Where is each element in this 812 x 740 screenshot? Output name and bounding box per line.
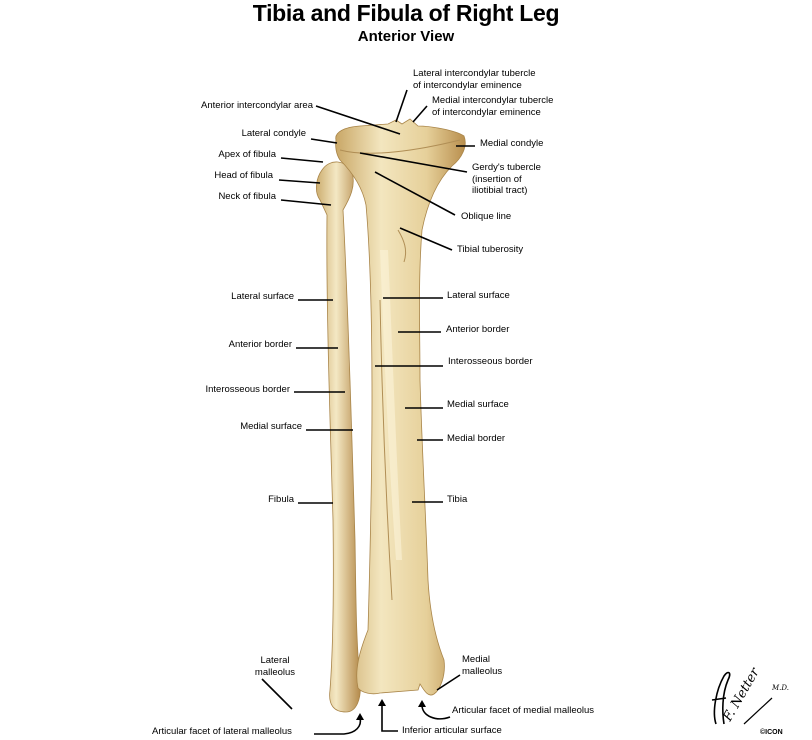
label-line: Medial intercondylar tubercle bbox=[432, 95, 554, 106]
label-lateral-malleolus-line1: Lateral bbox=[260, 655, 290, 666]
label-tibia-lateral-surface: Lateral surface bbox=[447, 290, 510, 301]
svg-text:M.D.: M.D. bbox=[771, 684, 789, 692]
label-line: of intercondylar eminence bbox=[413, 79, 522, 91]
label-articular-facet-medial-malleolus: Articular facet of medial malleolus bbox=[452, 705, 595, 716]
label-fibula: Fibula bbox=[268, 494, 294, 505]
label-tibial-tuberosity: Tibial tuberosity bbox=[457, 244, 524, 255]
label-head-of-fibula: Head of fibula bbox=[214, 170, 273, 181]
label-tibia: Tibia bbox=[447, 494, 468, 505]
label-oblique-line: Oblique line bbox=[461, 211, 512, 222]
label-inferior-articular-surface: Inferior articular surface bbox=[402, 725, 502, 736]
label-gerdys-tubercle: Gerdy's tubercle (insertion of iliotibia… bbox=[472, 162, 541, 197]
label-tibia-interosseous-border: Interosseous border bbox=[448, 356, 533, 367]
label-tibia-anterior-border: Anterior border bbox=[446, 324, 510, 335]
fibula-bone bbox=[316, 161, 361, 713]
label-line: Gerdy's tubercle bbox=[472, 162, 541, 173]
label-fibula-anterior-border: Anterior border bbox=[228, 339, 292, 350]
label-neck-of-fibula: Neck of fibula bbox=[218, 191, 276, 202]
label-line: Lateral intercondylar tubercle bbox=[413, 68, 536, 79]
label-line: Medial bbox=[462, 654, 490, 665]
label-line: of intercondylar eminence bbox=[432, 106, 541, 118]
label-lateral-malleolus: Lateral malleolus bbox=[246, 655, 304, 678]
plate-title: Tibia and Fibula of Right Leg bbox=[252, 0, 560, 26]
leader-lines bbox=[261, 89, 475, 735]
label-apex-of-fibula: Apex of fibula bbox=[218, 149, 276, 160]
label-line: iliotibial tract) bbox=[472, 185, 528, 196]
label-medial-malleolus: Medial malleolus bbox=[462, 654, 502, 677]
label-medial-condyle: Medial condyle bbox=[480, 138, 544, 149]
label-lateral-intercondylar-tubercle: Lateral intercondylar tubercle of interc… bbox=[413, 68, 536, 91]
label-fibula-interosseous-border: Interosseous border bbox=[205, 384, 291, 395]
label-fibula-lateral-surface: Lateral surface bbox=[231, 291, 294, 302]
netter-signature-logo: F. Netter M.D. ©ICON bbox=[711, 665, 789, 736]
label-articular-facet-lateral-malleolus: Articular facet of lateral malleolus bbox=[152, 726, 292, 737]
svg-text:©ICON: ©ICON bbox=[760, 728, 783, 736]
label-line: (insertion of bbox=[472, 173, 522, 185]
label-medial-intercondylar-tubercle: Medial intercondylar tubercle of interco… bbox=[432, 95, 553, 118]
label-anterior-intercondylar-area: Anterior intercondylar area bbox=[201, 100, 313, 111]
label-fibula-medial-surface: Medial surface bbox=[240, 421, 302, 432]
label-lateral-condyle: Lateral condyle bbox=[241, 128, 306, 139]
label-tibia-medial-border: Medial border bbox=[447, 433, 506, 444]
signature-flourish-icon bbox=[711, 671, 731, 725]
label-tibia-medial-surface: Medial surface bbox=[447, 399, 509, 410]
label-line: malleolus bbox=[462, 665, 503, 677]
label-lateral-malleolus-line2: malleolus bbox=[254, 666, 296, 678]
plate-subtitle: Anterior View bbox=[357, 28, 455, 45]
tibia-bone bbox=[335, 118, 466, 696]
